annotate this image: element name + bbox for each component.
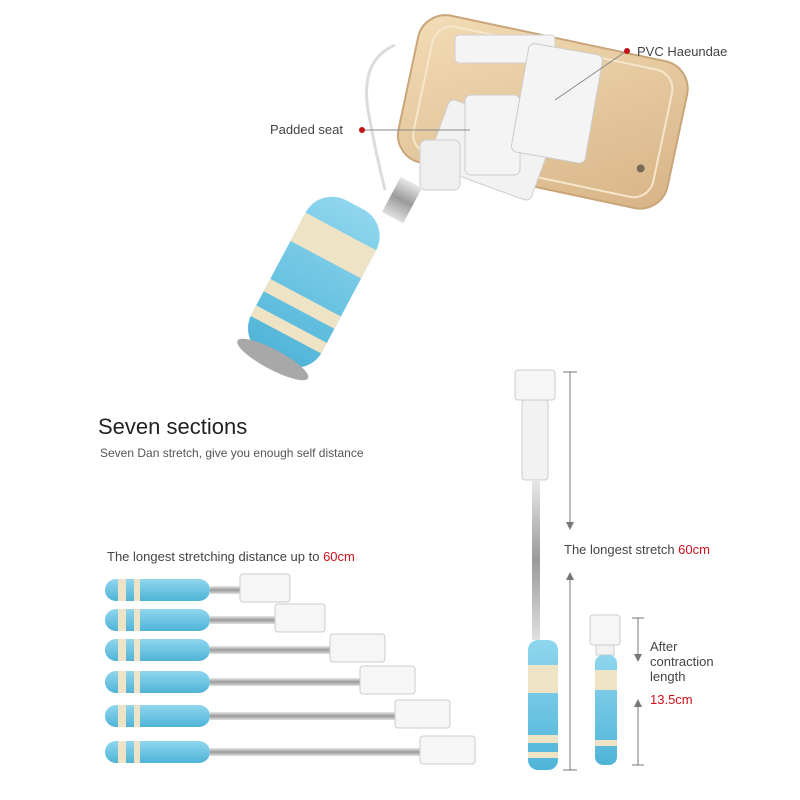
padded-seat-label: Padded seat xyxy=(270,122,344,137)
contracted-stick xyxy=(589,614,621,765)
after-line-3: length xyxy=(650,669,686,684)
extended-stick xyxy=(514,369,558,770)
after-contraction-caption: After contraction length xyxy=(650,639,714,684)
pvc-dot xyxy=(624,48,630,54)
longest-distance-caption: The longest stretching distance up to 60… xyxy=(107,549,355,564)
length-indicator-short xyxy=(632,617,644,766)
pvc-label: PVC Haeundae xyxy=(637,44,728,59)
after-line-2: contraction xyxy=(650,654,714,669)
seven-sections-title: Seven sections xyxy=(98,414,248,439)
seven-stick-stack xyxy=(105,573,476,765)
longest-distance-value: 60cm xyxy=(323,549,355,564)
longest-distance-prefix: The longest stretching distance up to xyxy=(107,549,324,564)
after-line-1: After xyxy=(650,639,678,654)
longest-stretch-value: 60cm xyxy=(678,542,710,557)
after-contraction-value: 13.5cm xyxy=(650,692,693,707)
length-indicator-tall xyxy=(563,371,577,771)
longest-stretch-prefix: The longest stretch xyxy=(564,542,679,557)
padded-seat-dot xyxy=(359,127,365,133)
seven-sections-subtitle: Seven Dan stretch, give you enough self … xyxy=(100,446,364,460)
pvc-leader xyxy=(554,51,626,101)
longest-stretch-caption: The longest stretch 60cm xyxy=(564,542,710,557)
hero-selfie-stick xyxy=(237,14,689,381)
